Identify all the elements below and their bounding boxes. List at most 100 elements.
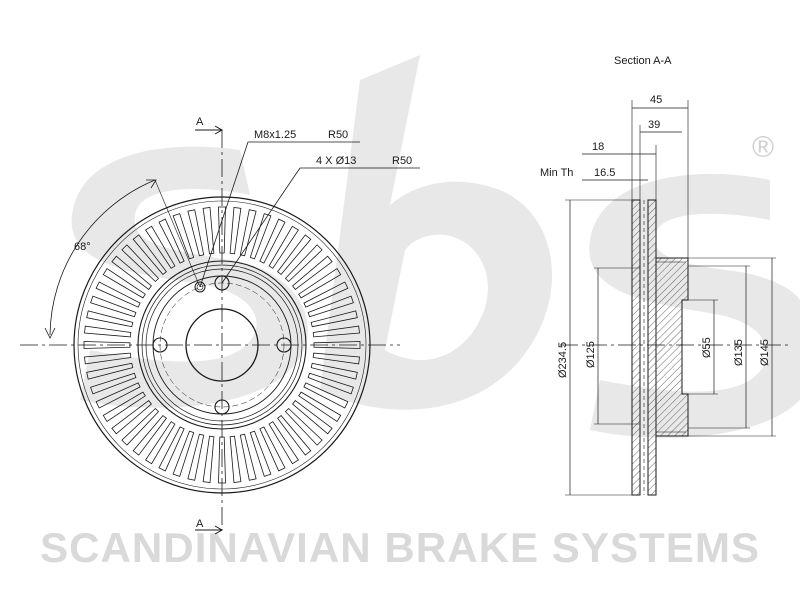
vent-slot <box>298 268 342 299</box>
vent-slot <box>84 352 132 365</box>
section-marker-top-label: A <box>196 116 204 128</box>
vent-slot <box>145 225 176 269</box>
holes-label: 4 X Ø13 <box>316 155 356 167</box>
vent-slot <box>239 209 257 257</box>
vent-slot <box>95 382 141 409</box>
thread-leader-line <box>199 141 249 288</box>
vent-slot <box>303 281 349 308</box>
thread-label: M8x1.25 <box>254 129 296 141</box>
vent-slot <box>158 426 185 472</box>
threaded-hole <box>194 281 206 293</box>
vent-slot <box>121 244 160 283</box>
registered-mark: ® <box>752 131 774 164</box>
min-th-number: 16.5 <box>594 167 615 179</box>
vent-slot <box>229 207 242 255</box>
vent-slot <box>132 415 167 456</box>
vent-slot <box>187 433 205 481</box>
vent-slot <box>158 218 185 264</box>
vent-slot <box>121 407 160 446</box>
vent-slot <box>86 310 134 328</box>
vent-slot <box>284 244 323 283</box>
vent-slot <box>277 415 312 456</box>
dim-125-label: Ø125 <box>585 341 597 368</box>
threaded-hole-inner <box>196 283 204 291</box>
min-th-label: Min Th <box>540 167 573 179</box>
sbs-logo <box>71 55 800 438</box>
angle-arrow-bottom-icon <box>44 327 56 339</box>
vent-slot <box>259 426 286 472</box>
vent-slot <box>102 391 146 422</box>
vent-slot <box>239 433 257 481</box>
vent-slot <box>310 362 358 380</box>
vent-slot <box>218 436 226 484</box>
watermark: ® SCANDINAVIAN BRAKE SYSTEMS <box>40 55 800 571</box>
vent-slot <box>284 407 323 446</box>
section-arrow-top-icon <box>214 125 224 135</box>
angle-label: 68° <box>74 241 91 253</box>
dim-55-label: Ø55 <box>701 337 713 358</box>
section-title: Section A-A <box>614 55 672 67</box>
vent-slot <box>292 255 333 290</box>
dim-39-label: 39 <box>648 119 660 131</box>
dim-135-label: Ø135 <box>733 339 745 366</box>
vent-slot <box>249 430 272 477</box>
vent-slot <box>84 325 132 338</box>
vent-slot <box>298 391 342 422</box>
vent-slot <box>172 213 195 260</box>
angle-arrow-top-icon <box>146 179 157 189</box>
vent-slot <box>277 234 312 275</box>
dim-2345-label: Ø234.5 <box>557 342 569 378</box>
vent-slot <box>218 206 226 254</box>
bolt-hole-right <box>276 337 292 353</box>
vent-slot <box>90 295 137 318</box>
holes-leader-line <box>221 167 301 284</box>
outer-disc-inner-edge <box>77 200 367 490</box>
vent-slot <box>310 310 358 328</box>
vent-slot <box>145 421 176 465</box>
vent-slot <box>187 209 205 257</box>
bolt-hole-left <box>152 337 168 353</box>
vent-slot <box>312 352 360 365</box>
center-bore <box>185 308 259 382</box>
vent-slot <box>312 325 360 338</box>
dim-18-label: 18 <box>592 141 604 153</box>
hub-ring-outer <box>137 260 307 430</box>
vent-slot <box>83 341 131 349</box>
section-marker-bottom-label: A <box>196 518 204 530</box>
vent-slot <box>268 225 299 269</box>
angle-ref-line <box>154 179 201 288</box>
vent-slot <box>229 435 242 483</box>
vent-slot <box>102 268 146 299</box>
bolt-hole-top <box>214 275 230 291</box>
vent-slot <box>86 362 134 380</box>
vent-slot <box>268 421 299 465</box>
vent-slot <box>132 234 167 275</box>
front-view <box>20 125 420 535</box>
vent-slot <box>249 213 272 260</box>
hub-ring-3 <box>145 268 299 422</box>
friction-ring-right <box>647 199 657 496</box>
vent-slot <box>303 382 349 409</box>
vent-slot <box>313 341 361 349</box>
vent-slot <box>172 430 195 477</box>
vent-slot <box>292 400 333 435</box>
brand-watermark-text: SCANDINAVIAN BRAKE SYSTEMS <box>40 524 760 571</box>
vent-slot <box>259 218 286 264</box>
bolt-hole-bottom <box>214 399 230 415</box>
friction-ring-left <box>631 199 641 496</box>
vent-slots <box>83 206 361 484</box>
angle-arc <box>49 179 156 336</box>
vent-slot <box>95 281 141 308</box>
dim-45-label: 45 <box>650 94 662 106</box>
holes-radius-label: R50 <box>392 155 412 167</box>
vent-slot <box>307 372 354 395</box>
thread-radius-label: R50 <box>328 129 348 141</box>
hub-ring-2 <box>141 264 303 426</box>
vent-slot <box>111 255 152 290</box>
vent-slot <box>111 400 152 435</box>
outer-disc-edge <box>73 196 371 494</box>
vent-slot <box>307 295 354 318</box>
hub-hat-profile <box>656 257 689 437</box>
